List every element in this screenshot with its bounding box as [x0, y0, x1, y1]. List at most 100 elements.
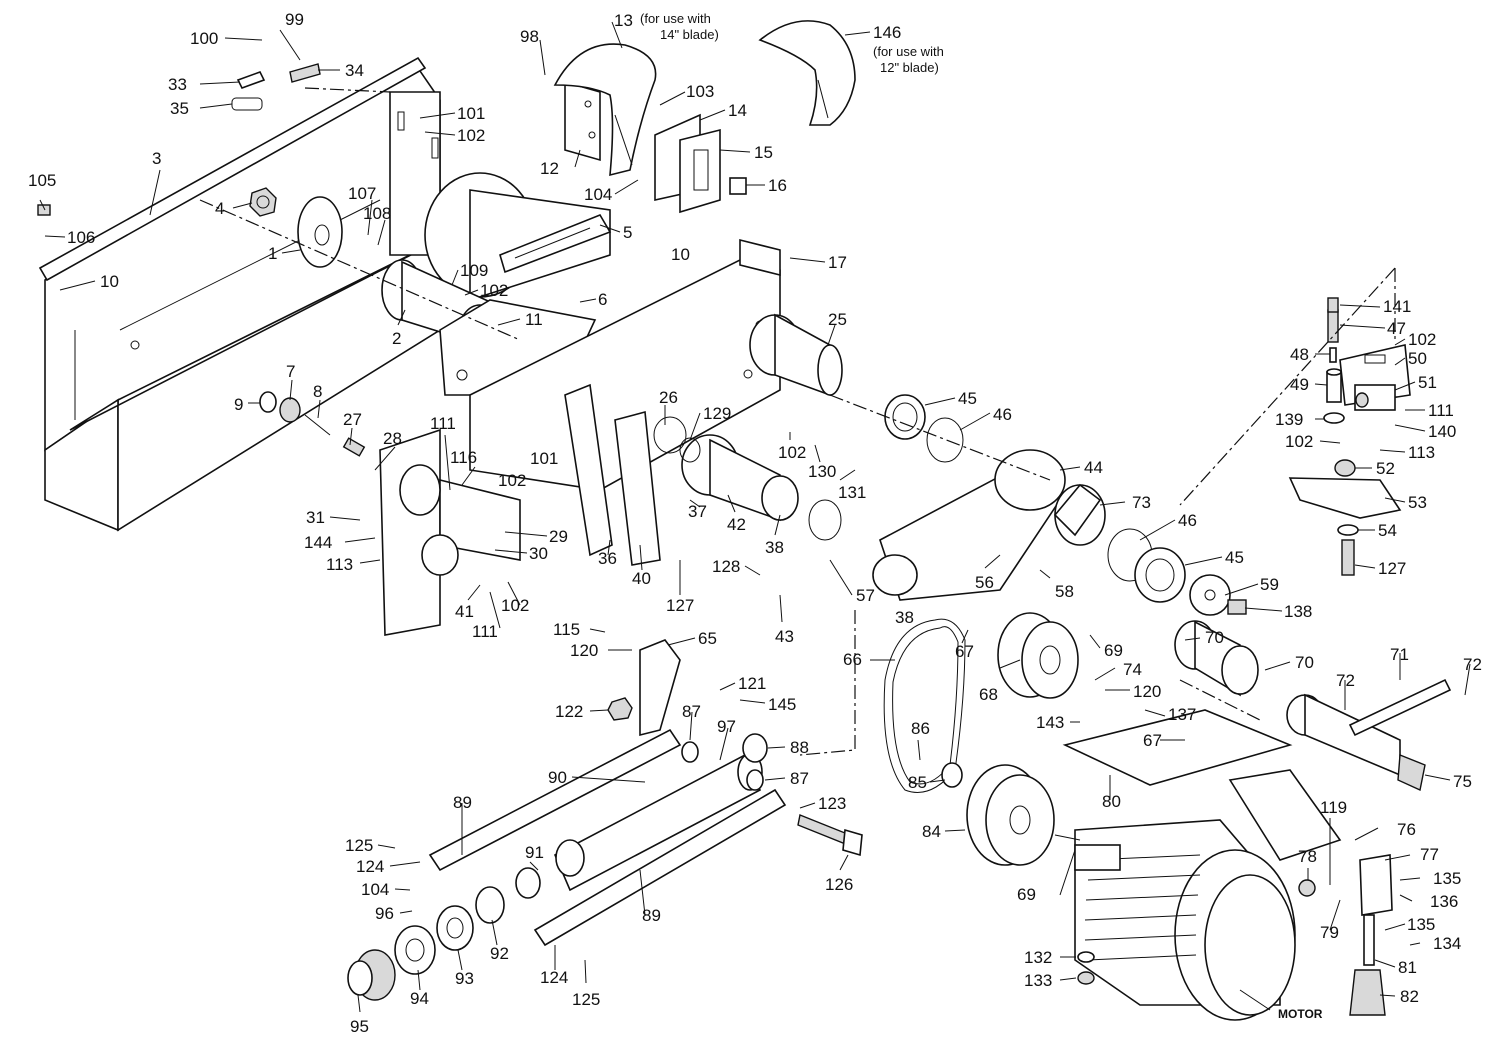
label-4: 4: [215, 199, 224, 218]
drum-73: [1053, 483, 1106, 546]
screw-105: [37, 204, 51, 216]
arm-71: [1348, 678, 1452, 737]
label-44: 44: [1084, 458, 1103, 477]
label-12: 12: [540, 159, 559, 178]
label-86: 86: [911, 719, 930, 738]
label-5: 5: [623, 223, 632, 242]
label-65: 65: [698, 629, 717, 648]
cylinder-49: [1326, 368, 1342, 403]
label-135-a: 135: [1433, 869, 1461, 888]
label-8: 8: [313, 382, 322, 401]
label-47: 47: [1387, 319, 1406, 338]
label-111-r: 111: [1428, 401, 1454, 420]
nut-122: [607, 697, 633, 721]
label-41: 41: [455, 602, 474, 621]
bolt-126: [797, 814, 863, 857]
label-109: 109: [460, 261, 488, 280]
label-3: 3: [152, 149, 161, 168]
collar-94: [394, 925, 436, 975]
label-79: 79: [1320, 923, 1339, 942]
label-31: 31: [306, 508, 325, 527]
label-46-top: 46: [993, 405, 1012, 424]
label-36: 36: [598, 549, 617, 568]
label-13: 13: [614, 11, 633, 30]
label-115: 115: [553, 620, 580, 639]
rod-81: [1363, 914, 1375, 966]
label-87-a: 87: [682, 702, 701, 721]
label-136: 136: [1430, 892, 1458, 911]
label-106: 106: [67, 228, 95, 247]
label-16: 16: [768, 176, 787, 195]
label-57: 57: [856, 586, 875, 605]
label-54: 54: [1378, 521, 1397, 540]
label-124-b: 124: [540, 968, 568, 987]
label-38-mid: 38: [765, 538, 784, 557]
roller-52: [1334, 459, 1356, 477]
label-126: 126: [825, 875, 853, 894]
label-82: 82: [1400, 987, 1419, 1006]
label-72-a: 72: [1463, 655, 1482, 674]
guard-plate-12: [564, 80, 601, 162]
label-116: 116: [450, 448, 477, 467]
label-129: 129: [703, 404, 731, 423]
drum-42: [681, 434, 799, 522]
bearing-45-top: [884, 394, 926, 440]
guard-plate-15: [679, 128, 721, 214]
label-37: 37: [688, 502, 707, 521]
label-132: 132: [1024, 948, 1052, 967]
label-51: 51: [1418, 373, 1437, 392]
clamp-body-28: [379, 428, 521, 636]
nut-133: [1077, 971, 1095, 985]
label-93: 93: [455, 969, 474, 988]
label-88: 88: [790, 738, 809, 757]
note-14in-line1: (for use with: [640, 11, 711, 26]
label-121: 121: [738, 674, 766, 693]
pin-8: [304, 414, 331, 436]
knob-95: [347, 949, 396, 1001]
label-113-left: 113: [326, 555, 353, 574]
label-84: 84: [922, 822, 941, 841]
label-43: 43: [775, 627, 794, 646]
collar-92: [475, 886, 505, 924]
label-45-lower: 45: [1225, 548, 1244, 567]
side-plate-89-lower: [533, 788, 787, 947]
label-101-top: 101: [457, 104, 485, 123]
label-102-r1: 102: [1408, 330, 1436, 349]
label-141: 141: [1383, 297, 1411, 316]
roller-70: [1174, 620, 1259, 697]
label-101-left: 101: [530, 449, 558, 468]
label-123: 123: [818, 794, 846, 813]
label-59: 59: [1260, 575, 1279, 594]
label-138: 138: [1284, 602, 1312, 621]
screw-138: [1227, 599, 1247, 615]
label-1: 1: [268, 244, 277, 263]
washer-54: [1337, 524, 1359, 536]
note-12in-line1: (for use with: [873, 44, 944, 59]
label-77: 77: [1420, 845, 1439, 864]
label-73: 73: [1132, 493, 1151, 512]
pulley-84: [966, 764, 1055, 866]
label-145: 145: [768, 695, 796, 714]
label-76: 76: [1397, 820, 1416, 839]
label-67-b: 67: [1143, 731, 1162, 750]
label-78: 78: [1298, 847, 1317, 866]
spring-35: [231, 97, 263, 111]
spring-141: [1327, 297, 1339, 313]
note-14in-line2: 14" blade): [660, 27, 719, 42]
label-42: 42: [727, 515, 746, 534]
label-131: 131: [838, 483, 866, 502]
roller-91: [515, 839, 585, 899]
nut-4: [249, 187, 277, 217]
label-95: 95: [350, 1017, 369, 1036]
part-labels: 100 99 33 34 35 3 105 106 10 4 1 107 108…: [28, 10, 1482, 1036]
bracket-65: [639, 639, 681, 737]
swing-arm-44: [872, 449, 1066, 601]
label-72-b: 72: [1336, 671, 1355, 690]
square-nut-16: [729, 177, 747, 195]
label-119: 119: [1320, 798, 1347, 817]
label-35: 35: [170, 99, 189, 118]
knob-7: [279, 397, 301, 423]
belt-66: [883, 618, 966, 793]
label-98: 98: [520, 27, 539, 46]
label-144: 144: [304, 533, 332, 552]
